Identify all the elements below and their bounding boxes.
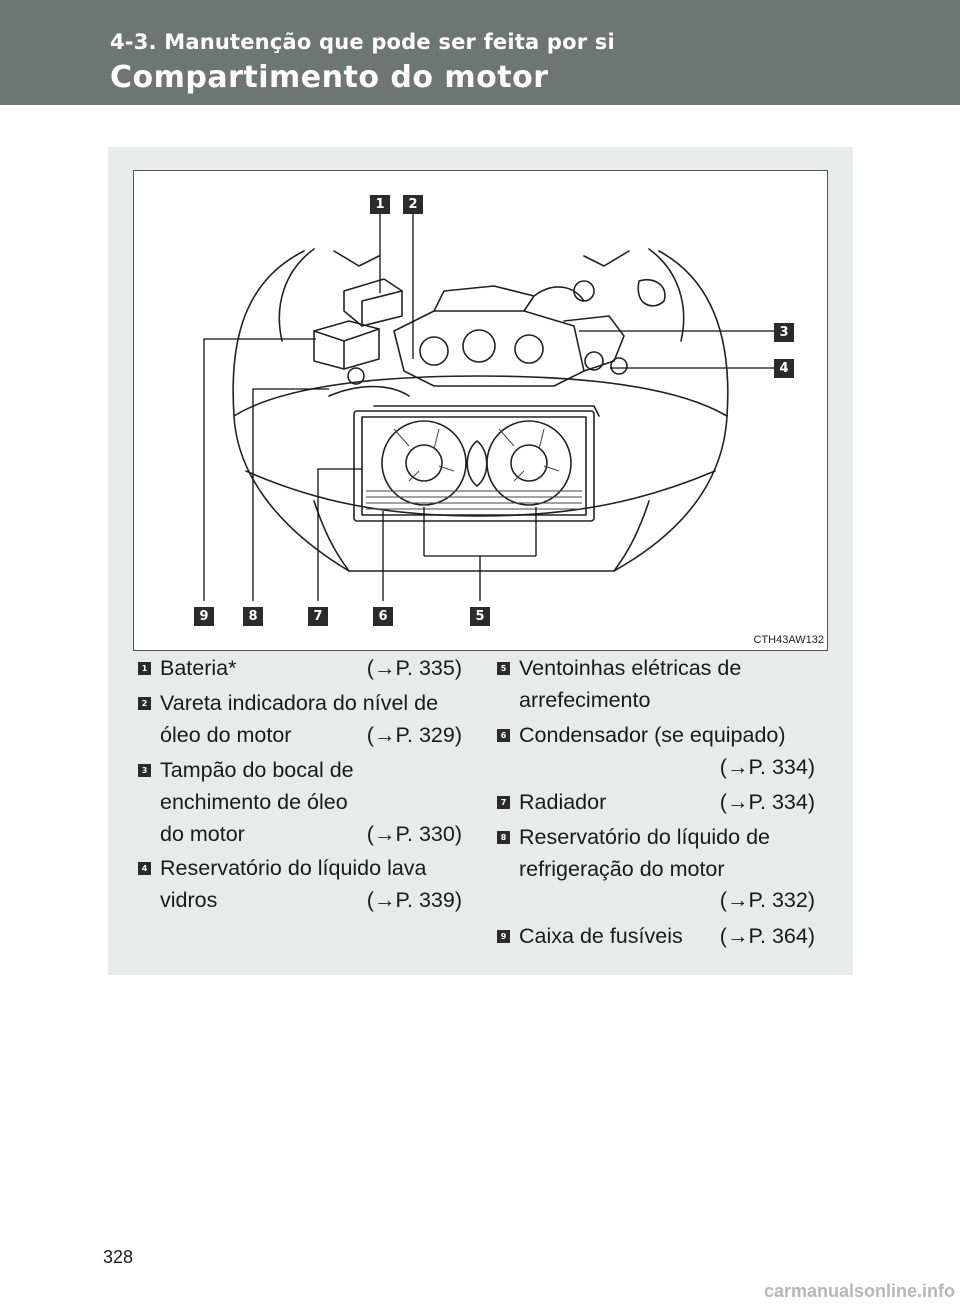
item-4-ref: (→P. 339) [366,888,462,912]
figure-code: CTH43AW132 [753,634,824,646]
item-2-text: Vareta indicadora do nível de óleo do mo… [160,691,439,747]
item-9-marker: 9 [497,930,510,943]
callout-3: 3 [774,323,794,342]
section-subtitle: 4-3. Manutenção que pode ser feita por s… [110,30,615,54]
item-8-ref: (→P. 332) [719,888,815,912]
item-4-marker: 4 [138,862,151,875]
item-9-ref: (→P. 364) [719,924,815,948]
engine-illustration [203,213,774,601]
item-1-ref: (→P. 335) [366,656,462,680]
item-2-ref: (→P. 329) [366,723,462,747]
callout-9: 9 [194,607,214,626]
item-8-text: Reservatório do líquido de refrigeração … [519,825,770,881]
section-header: 4-3. Manutenção que pode ser feita por s… [0,0,960,105]
item-3-marker: 3 [138,764,151,777]
item-1-text: Bateria* [160,656,237,680]
item-5-marker: 5 [497,662,510,675]
item-6-text: Condensador (se equipado) [519,723,786,747]
footer-watermark[interactable]: carmanualsonline.info [763,1281,955,1301]
callout-5: 5 [470,607,490,626]
item-8-marker: 8 [497,831,510,844]
callout-8: 8 [243,607,263,626]
callout-2: 2 [403,195,423,214]
callout-4: 4 [774,359,794,378]
page-title: Compartimento do motor [110,60,549,95]
item-7-marker: 7 [497,796,510,809]
item-4-text: Reservatório do líquido lava vidros [160,856,427,912]
callout-1: 1 [370,195,390,214]
item-1-marker: 1 [138,662,151,675]
item-7-text: Radiador [519,790,607,814]
item-9-text: Caixa de fusíveis [519,924,683,948]
item-3-ref: (→P. 330) [366,822,462,846]
item-2-marker: 2 [138,697,151,710]
item-5-text: Ventoinhas elétricas de arrefecimento [519,656,742,712]
item-6-ref: (→P. 334) [719,755,815,779]
callout-7: 7 [308,607,328,626]
item-6-marker: 6 [497,729,510,742]
engine-compartment-figure: 1 2 3 4 5 6 7 8 9 CTH43AW132 [133,170,828,651]
item-7-ref: (→P. 334) [719,790,815,814]
page-number: 328 [103,1247,134,1267]
callout-6: 6 [373,607,393,626]
item-3-text: Tampão do bocal de enchimento de óleo do… [160,758,354,846]
